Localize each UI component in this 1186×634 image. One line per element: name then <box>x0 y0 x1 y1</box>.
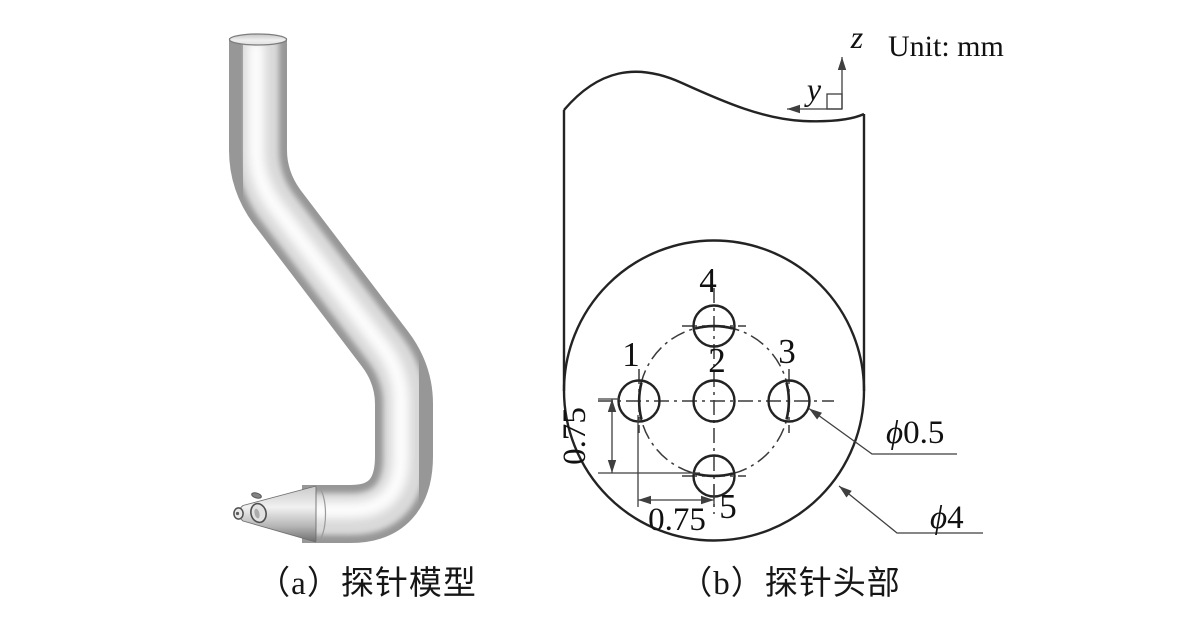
dim-vertical-value: 0.75 <box>557 407 593 465</box>
leader-head-dia: ϕ4 <box>838 485 983 536</box>
hole-dia-label: ϕ0.5 <box>886 415 944 451</box>
dim-vertical: 0.75 <box>557 398 700 474</box>
caption-panel-b: （b）探针头部 <box>679 566 901 602</box>
hole-1 <box>617 379 661 423</box>
hole-3 <box>767 379 811 423</box>
leader-hole-dia: ϕ0.5 <box>808 407 957 455</box>
hole-label-4: 4 <box>699 261 717 300</box>
axis-z-label: z <box>850 19 864 55</box>
dim-horizontal: 0.75 <box>637 415 715 538</box>
hole-label-1: 1 <box>622 335 640 374</box>
hole-label-2: 2 <box>708 341 726 380</box>
head-dia-label: ϕ4 <box>930 500 964 536</box>
probe-head-drawing: 1 2 3 4 5 0.75 0.75 ϕ0.5 <box>557 19 1004 542</box>
axes: z y <box>787 19 864 114</box>
probe-upper-hole <box>251 492 262 499</box>
probe-model-render <box>228 33 433 543</box>
probe-top-cap <box>228 33 288 46</box>
probe-tube <box>229 38 433 543</box>
hole-2 <box>692 379 736 423</box>
hole-label-3: 3 <box>778 332 796 371</box>
break-line <box>563 70 865 123</box>
dim-horizontal-value: 0.75 <box>648 502 706 538</box>
caption-panel-a: （a）探针模型 <box>257 566 477 602</box>
stem-outline <box>562 70 866 391</box>
head-circle <box>562 239 866 542</box>
axis-y-label: y <box>804 71 822 107</box>
hole-4 <box>692 304 736 348</box>
right-angle-mark <box>826 93 843 110</box>
hole-label-5: 5 <box>719 487 737 526</box>
probe-tip-cone <box>233 485 327 543</box>
centerlines <box>598 288 834 514</box>
unit-label: Unit: mm <box>888 30 1004 63</box>
